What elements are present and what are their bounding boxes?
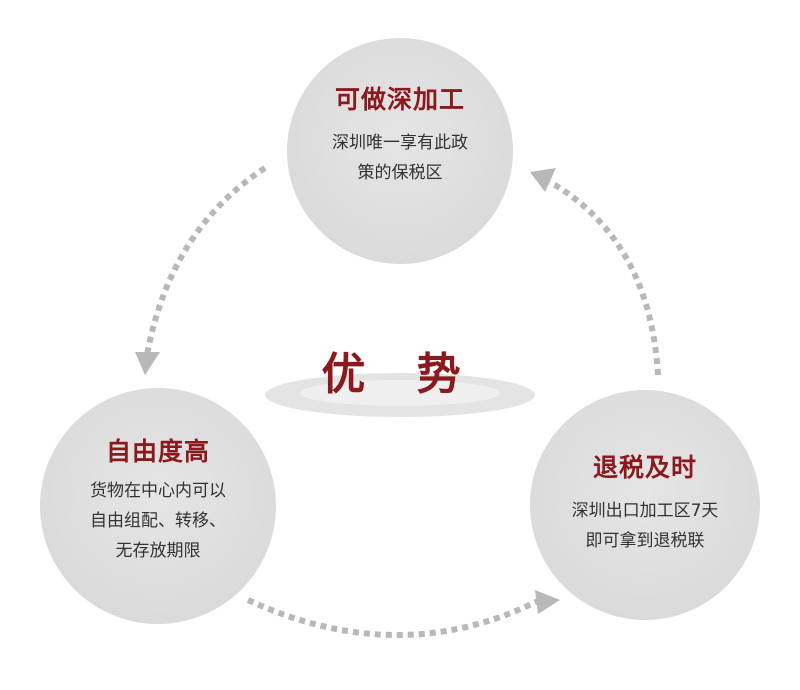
arrowhead-top-icon — [530, 168, 556, 192]
arrowhead-right-icon — [535, 590, 560, 614]
desc-line: 自由组配、转移、 — [90, 511, 226, 531]
desc-line: 深圳唯一享有此政 — [332, 133, 468, 153]
node-title: 退税及时 — [592, 453, 697, 482]
arrowhead-left-icon — [135, 352, 160, 375]
arrow-left-to-right — [246, 597, 542, 638]
center-plate-inner — [300, 380, 500, 406]
desc-line: 深圳出口加工区7天 — [571, 501, 719, 521]
node-title: 自由度高 — [105, 437, 210, 466]
desc-line: 货物在中心内可以 — [90, 481, 226, 501]
arrow-right-to-top — [548, 179, 661, 376]
node-description: 深圳出口加工区7天 即可拿到退税联 — [530, 496, 760, 556]
node-title: 可做深加工 — [334, 85, 465, 114]
node-description: 货物在中心内可以 自由组配、转移、 无存放期限 — [40, 476, 276, 566]
node-timely-refund: 退税及时 深圳出口加工区7天 即可拿到退税联 — [530, 390, 760, 620]
desc-line: 无存放期限 — [115, 541, 201, 561]
desc-line: 即可拿到退税联 — [585, 531, 705, 551]
arrow-top-to-left — [144, 165, 267, 356]
node-deep-processing: 可做深加工 深圳唯一享有此政 策的保税区 — [287, 38, 513, 264]
node-high-freedom: 自由度高 货物在中心内可以 自由组配、转移、 无存放期限 — [40, 388, 276, 624]
desc-line: 策的保税区 — [357, 163, 443, 183]
center-title: 优 势 — [321, 349, 479, 400]
node-description: 深圳唯一享有此政 策的保税区 — [287, 128, 513, 188]
